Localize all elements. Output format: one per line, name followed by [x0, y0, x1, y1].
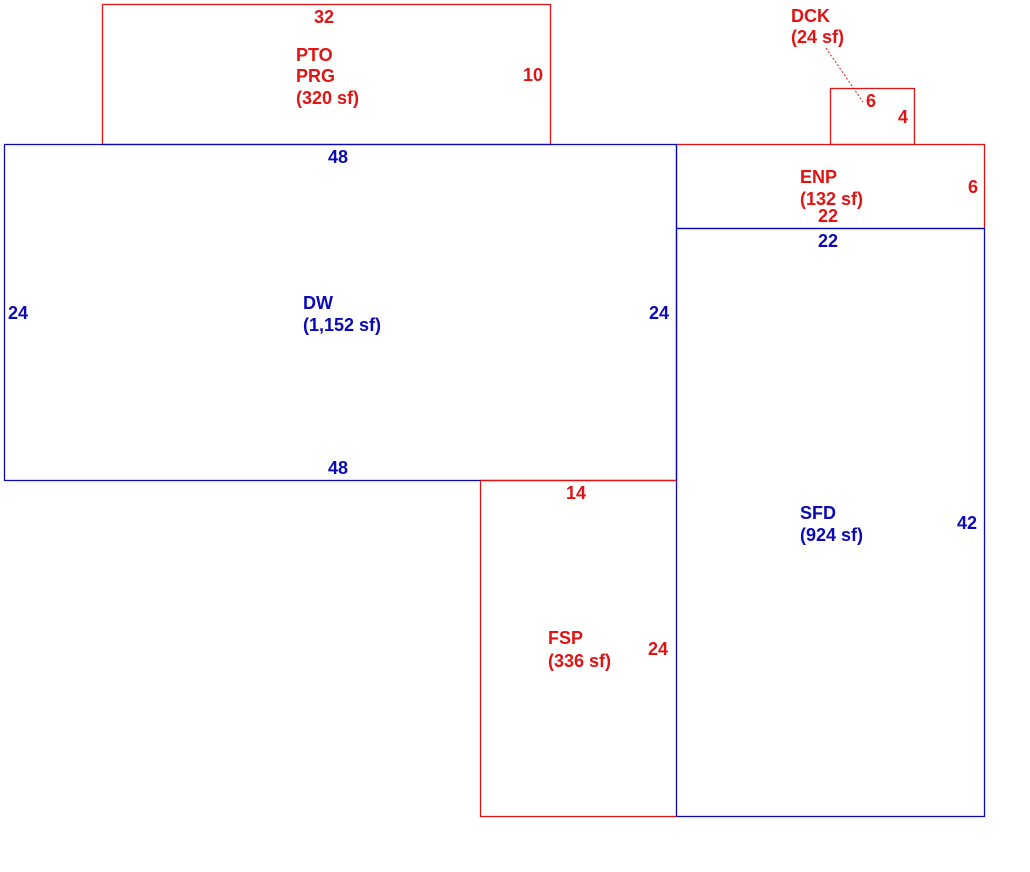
sfd-outline [675, 227, 986, 818]
dck-label: DCK [791, 6, 830, 26]
dw-area: (1,152 sf) [303, 315, 381, 335]
dw-dim-bottom: 48 [328, 458, 348, 478]
dck-area: (24 sf) [791, 27, 844, 47]
dck-dim-top: 6 [866, 91, 876, 111]
fsp-area: (336 sf) [548, 651, 611, 671]
enp-dim-right: 6 [968, 177, 978, 197]
pto-prg-area: (320 sf) [296, 88, 359, 108]
dck-dim-right: 4 [898, 107, 908, 127]
dw-outline [3, 143, 678, 482]
dw-dim-top: 48 [328, 147, 348, 167]
dw-dim-left: 24 [8, 303, 28, 323]
pto-prg-dim-top: 32 [314, 7, 334, 27]
pto-prg-dim-right: 10 [523, 65, 543, 85]
enp-label: ENP [800, 167, 837, 187]
sfd-dim-right: 42 [957, 513, 977, 533]
fsp-label: FSP [548, 628, 583, 648]
dw-dim-right: 24 [649, 303, 669, 323]
pto-prg-label-2: PRG [296, 66, 335, 86]
sfd-label: SFD [800, 503, 836, 523]
dck-leader-line [825, 47, 864, 103]
sfd-dim-top: 22 [818, 231, 838, 251]
dw-label: DW [303, 293, 333, 313]
pto-prg-label-1: PTO [296, 45, 333, 65]
fsp-outline [479, 479, 677, 818]
fsp-dim-top: 14 [566, 483, 586, 503]
enp-dim-bottom: 22 [818, 206, 838, 226]
sfd-area: (924 sf) [800, 525, 863, 545]
enp-area: (132 sf) [800, 189, 863, 209]
fsp-dim-right: 24 [648, 639, 668, 659]
